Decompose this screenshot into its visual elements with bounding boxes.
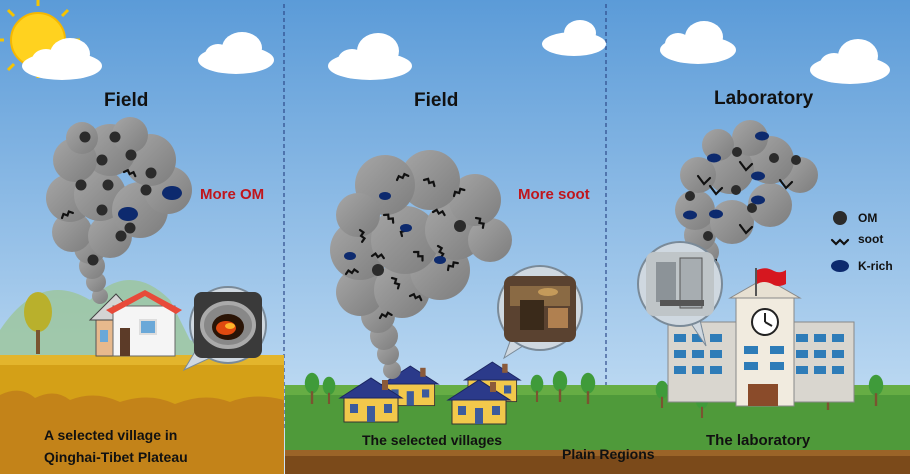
om-particles-2 <box>372 220 466 276</box>
legend-krich-marker <box>831 260 849 272</box>
smoke-plume-2 <box>330 150 512 379</box>
cookstove-photo <box>497 265 583 360</box>
house-icon <box>88 290 182 357</box>
flag-icon <box>755 268 786 296</box>
panel1-caption: A selected village in Qinghai-Tibet Plat… <box>44 424 188 468</box>
note-more-om: More OM <box>200 186 265 203</box>
legend-om-marker <box>833 211 847 225</box>
panel1-caption-line1: A selected village in <box>44 427 178 443</box>
om-particles-1 <box>75 131 157 266</box>
om-particles-3 <box>685 147 801 241</box>
legend-soot-marker <box>830 238 850 246</box>
panel1-caption-line2: Qinghai-Tibet Plateau <box>44 449 188 465</box>
panel2-caption: The selected villages <box>362 432 503 448</box>
panel3-title: Laboratory <box>714 88 814 109</box>
legend-krich-label: K-rich <box>858 259 893 273</box>
krich-particles-2 <box>344 192 446 264</box>
panel3-caption: The laboratory <box>706 432 811 449</box>
panel2-title: Field <box>414 90 459 111</box>
note-more-soot: More soot <box>518 186 590 203</box>
krich-particles-3 <box>683 131 769 220</box>
lab-instrument-photo <box>637 241 723 347</box>
soot-particles-3 <box>696 160 794 268</box>
clock-icon <box>751 308 779 336</box>
bottom-label-plain-regions: Plain Regions <box>562 446 655 462</box>
krich-particles-1 <box>118 186 182 221</box>
legend-soot-label: soot <box>858 232 884 246</box>
cloud-icon <box>22 20 890 84</box>
tree-icon <box>24 292 52 354</box>
legend <box>830 211 850 272</box>
stove-icon <box>182 286 267 372</box>
legend-om-label: OM <box>858 211 878 225</box>
panel1-title: Field <box>104 90 149 111</box>
